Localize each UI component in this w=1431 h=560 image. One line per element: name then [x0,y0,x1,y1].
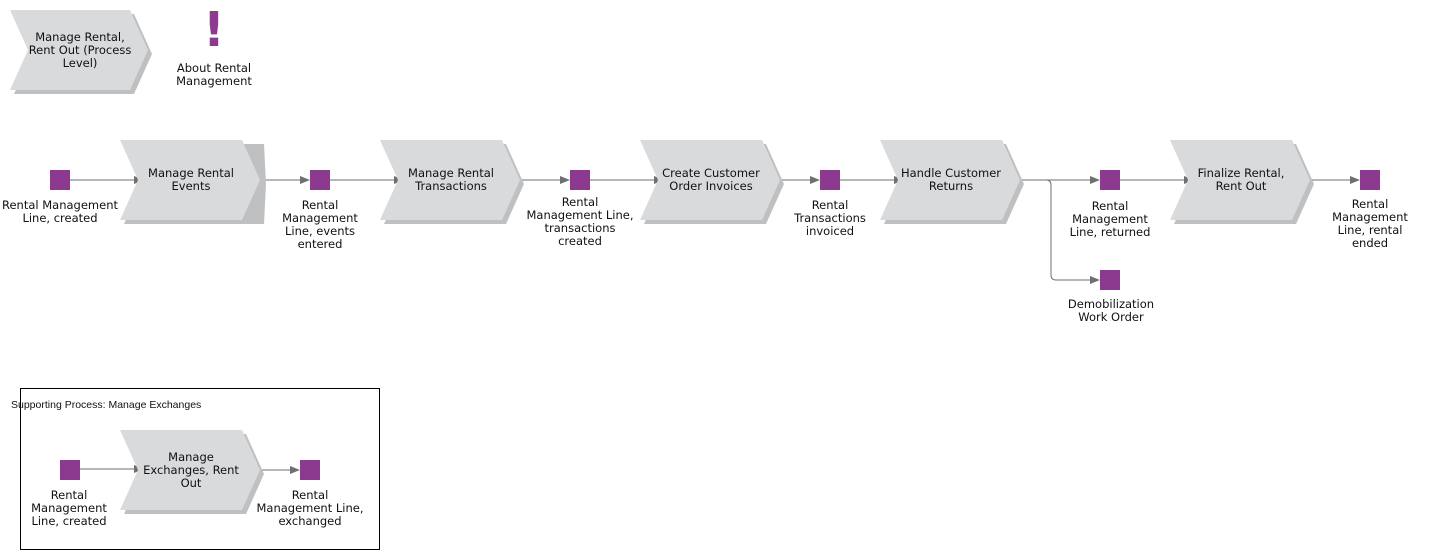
chevron-shape [880,140,1024,224]
event-label: Rental Transactions invoiced [794,198,866,238]
about-label: About Rental Management [176,61,252,88]
activity-label: Manage Exchanges, Rent Out [143,449,239,490]
activity-manage-rental-events[interactable]: Manage Rental Events [120,140,268,224]
event-label: Rental Management Line, created [2,198,118,225]
activity-label: Manage Rental Transactions [408,166,494,193]
activity-manage-exchanges[interactable]: Manage Exchanges, Rent Out [120,430,268,514]
event-square[interactable] [310,170,330,190]
event-square[interactable] [820,170,840,190]
event-square[interactable] [50,170,70,190]
connector [1045,179,1100,284]
event-label: Rental Management Line, returned [1069,199,1151,239]
activity-label: Manage Rental Events [148,166,234,193]
event-square[interactable] [300,460,320,480]
event-square[interactable] [570,170,590,190]
event-label: Demobilization Work Order [1067,297,1155,324]
activity-label: Finalize Rental, Rent Out [1197,166,1285,193]
supporting-process-box [20,388,380,550]
chevron-shape [640,140,784,224]
activity-handle-customer-returns[interactable]: Handle Customer Returns [880,140,1028,224]
exclamation-icon[interactable]: ! [203,2,225,58]
process-level-chevron[interactable]: Manage Rental, Rent Out (Process Level) [10,10,152,94]
event-label: Rental Management Line, transactions cre… [526,195,634,248]
event-label: Rental Management Line, rental ended [1332,197,1408,250]
event-square[interactable] [60,460,80,480]
activity-manage-rental-transactions[interactable]: Manage Rental Transactions [380,140,528,224]
activity-label: Create Customer Order Invoices [662,166,760,193]
activity-finalize-rental[interactable]: Finalize Rental, Rent Out [1170,140,1318,224]
event-label: Rental Management Line, exchanged [256,488,364,528]
event-square[interactable] [1360,170,1380,190]
process-level-label: Manage Rental, Rent Out (Process Level) [28,29,132,70]
chevron-shape [380,140,524,224]
activity-create-customer-order-invoices[interactable]: Create Customer Order Invoices [640,140,788,224]
chevron-shape [120,430,264,514]
event-square[interactable] [1100,170,1120,190]
supporting-process-title: Supporting Process: Manage Exchanges [11,399,202,411]
chevron-shape [10,10,152,94]
activity-label: Handle Customer Returns [900,166,1002,193]
chevron-shape [1170,140,1314,224]
event-square[interactable] [1100,270,1120,290]
event-label: Rental Management Line, events entered [282,198,358,251]
chevron-shape [120,140,266,224]
event-label: Rental Management Line, created [31,488,107,528]
